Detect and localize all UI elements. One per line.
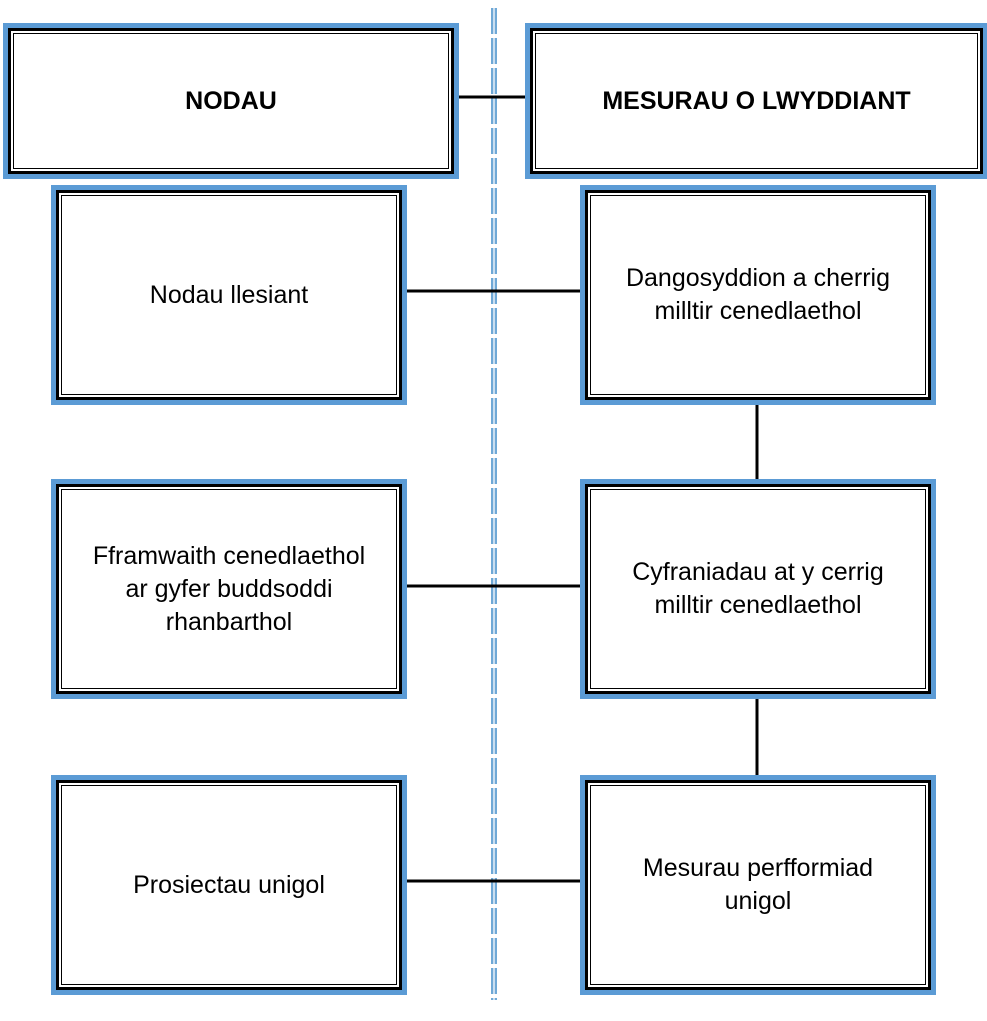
right-box-3-line-2: unigol	[724, 887, 792, 915]
right-box-contributions: Cyfraniadau at y cerrig milltir cenedlae…	[580, 479, 936, 699]
right-box-1-line-1: Dangosyddion a cherrig	[625, 264, 891, 292]
header-goals-label: NODAU	[185, 86, 277, 115]
left-box-individual-projects: Prosiectau unigol	[51, 775, 407, 995]
header-measures-label: MESURAU O LWYDDIANT	[602, 86, 911, 115]
right-box-1-line-2: milltir cenedlaethol	[654, 297, 862, 325]
right-box-1-label: Dangosyddion a cherrig milltir cenedlaet…	[618, 262, 898, 328]
right-box-national-indicators: Dangosyddion a cherrig milltir cenedlaet…	[580, 185, 936, 405]
header-goals: NODAU	[3, 23, 459, 179]
right-box-3-line-1: Mesurau perfformiad	[642, 854, 874, 882]
right-box-performance-measures: Mesurau perfformiad unigol	[580, 775, 936, 995]
left-box-2-line-2: ar gyfer buddsoddi	[125, 574, 333, 603]
left-box-3-label: Prosiectau unigol	[125, 869, 333, 902]
left-box-1-line-1: Nodau llesiant	[149, 280, 309, 309]
left-box-2-line-1: Fframwaith cenedlaethol	[92, 541, 366, 570]
left-box-2-line-3: rhanbarthol	[165, 607, 293, 636]
left-box-1-label: Nodau llesiant	[142, 279, 316, 312]
right-box-3-label: Mesurau perfformiad unigol	[635, 852, 881, 918]
right-box-2-label: Cyfraniadau at y cerrig milltir cenedlae…	[624, 556, 892, 622]
right-box-2-line-1: Cyfraniadau at y cerrig	[632, 558, 884, 586]
left-box-3-line-1: Prosiectau unigol	[133, 870, 325, 899]
left-box-2-label: Fframwaith cenedlaethol ar gyfer buddsod…	[85, 540, 373, 639]
header-measures: MESURAU O LWYDDIANT	[525, 23, 987, 179]
right-box-2-line-2: milltir cenedlaethol	[654, 591, 862, 619]
left-box-national-framework: Fframwaith cenedlaethol ar gyfer buddsod…	[51, 479, 407, 699]
left-box-wellbeing-goals: Nodau llesiant	[51, 185, 407, 405]
